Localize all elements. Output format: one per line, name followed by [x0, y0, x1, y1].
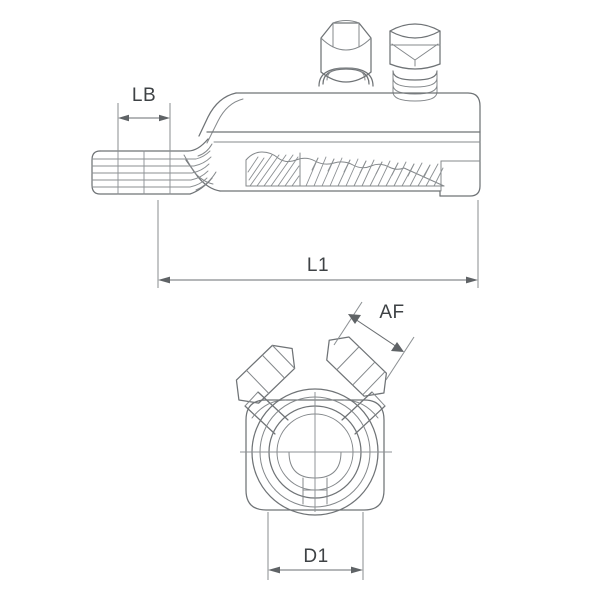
shear-bolt-right: [389, 23, 441, 102]
palm-blade: [91, 138, 217, 195]
lb-arrow-right: [159, 114, 170, 122]
dimension-LB: LB: [117, 85, 171, 152]
dimension-label-d1: D1: [303, 546, 328, 567]
lb-arrow-left: [118, 114, 129, 122]
dimension-D1: D1: [267, 512, 364, 580]
af-ext-left: [333, 301, 363, 346]
dimension-label-l1: L1: [307, 255, 329, 276]
af-arrow-start: [348, 314, 361, 324]
d1-arrow-right: [351, 566, 363, 574]
end-view-shear-bolt-left: [235, 344, 296, 435]
end-view: AF D1: [235, 301, 415, 580]
d1-arrow-left: [268, 566, 280, 574]
dimension-L1: L1: [157, 200, 479, 288]
l1-arrow-left: [158, 276, 170, 284]
af-ext-right: [385, 336, 415, 381]
connector-body: [183, 92, 481, 197]
end-view-body: [245, 399, 385, 511]
end-view-shear-bolt-right: [326, 336, 388, 435]
dimension-label-lb: LB: [132, 85, 156, 106]
af-dim-line: [351, 316, 401, 350]
side-elevation-view: LB L1: [91, 20, 481, 288]
af-arrow-end: [391, 342, 404, 352]
end-view-centerlines: [240, 392, 392, 512]
l1-arrow-right: [466, 276, 478, 284]
dimension-label-af: AF: [379, 302, 404, 323]
dimension-AF: AF: [333, 301, 415, 381]
shear-bolt-left: [318, 20, 374, 87]
conductor-section: [245, 151, 445, 187]
